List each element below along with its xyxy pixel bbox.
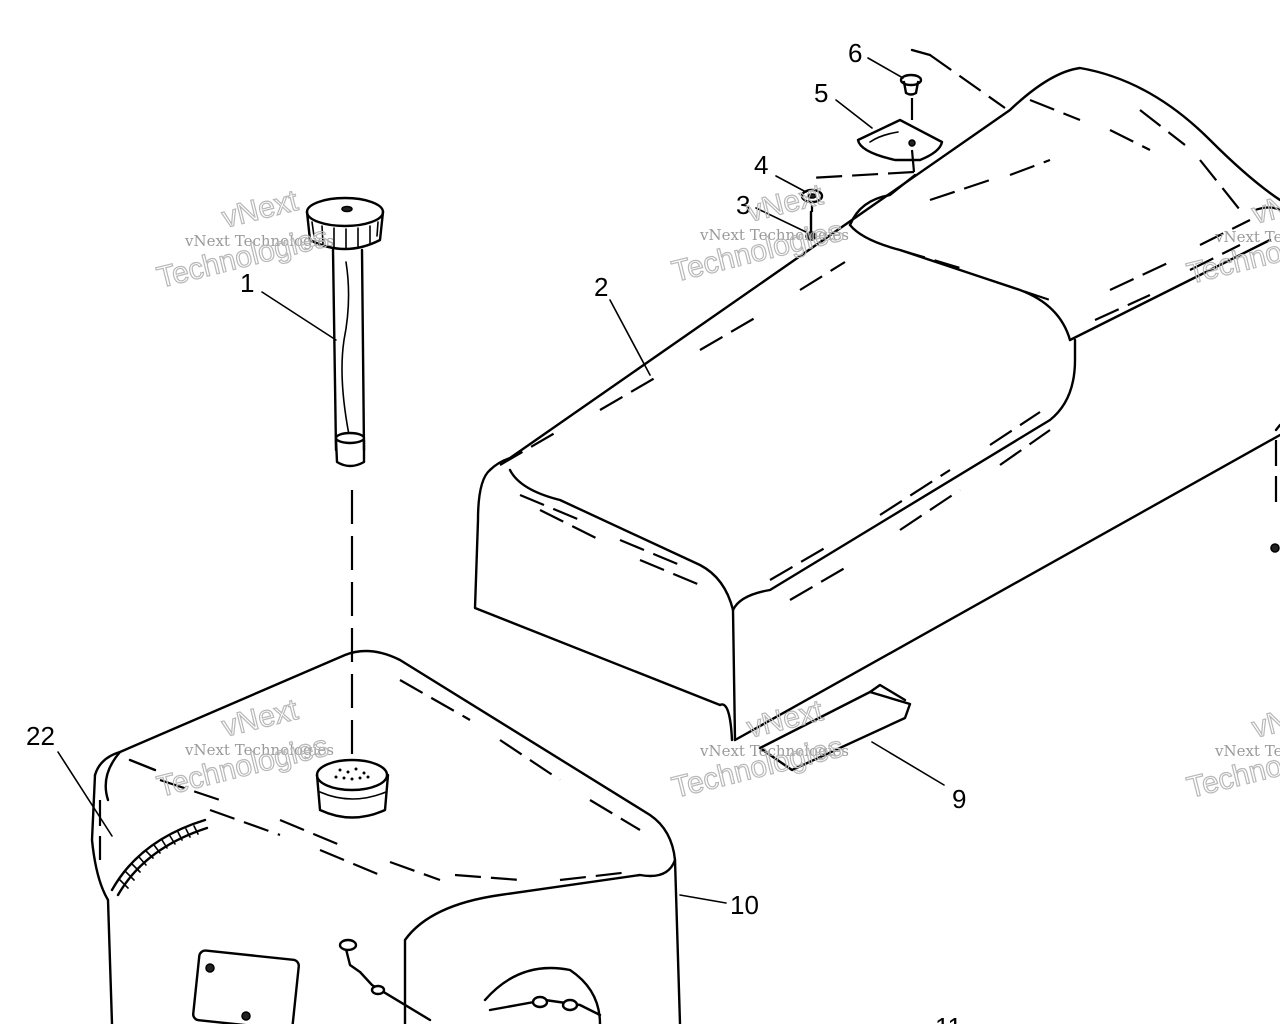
- callout-2: 2: [594, 272, 608, 302]
- callout-3: 3: [736, 190, 750, 220]
- part-3-bolt[interactable]: [805, 210, 817, 241]
- watermark-top-right: vNext vNext Technologies Technologies: [1183, 179, 1280, 291]
- watermark-bottom-right: vNext vNext Technologies Technologies: [1183, 693, 1280, 805]
- part-10-fuel-tank[interactable]: [90, 649, 682, 1024]
- svg-text:vNext: vNext: [219, 693, 302, 744]
- svg-text:vNext: vNext: [219, 184, 302, 235]
- part-1-fuel-gauge[interactable]: [305, 196, 385, 760]
- watermark-bottom-center: vNext vNext Technologies Technologies: [668, 693, 849, 805]
- part-2-seat[interactable]: [473, 66, 1280, 742]
- svg-text:vNext Technologies: vNext Technologies: [184, 232, 334, 250]
- leader-lines: [57, 57, 945, 904]
- watermarks: vNext vNext Technologies Technologies vN…: [153, 177, 1280, 805]
- part-5-strap[interactable]: [856, 118, 944, 162]
- svg-text:vNext: vNext: [1249, 694, 1280, 745]
- callout-5: 5: [814, 78, 828, 108]
- svg-text:vNext Technologies: vNext Technologies: [184, 741, 334, 759]
- callout-6: 6: [848, 38, 862, 68]
- callout-22: 22: [26, 721, 55, 751]
- callout-11: 11: [935, 1012, 962, 1024]
- part-22-vent-hose[interactable]: [110, 818, 209, 897]
- callout-4: 4: [754, 150, 768, 180]
- watermark-bottom-left: vNext vNext Technologies Technologies: [153, 692, 334, 804]
- callout-1: 1: [240, 268, 254, 298]
- part-4-washer[interactable]: [800, 188, 824, 204]
- callout-9: 9: [952, 784, 966, 814]
- part-9-latch-plate[interactable]: [758, 683, 912, 772]
- svg-text:vNext Technologies: vNext Technologies: [1214, 742, 1280, 760]
- svg-text:vNext Technologies: vNext Technologies: [1214, 228, 1280, 246]
- svg-text:vNext Technologies: vNext Technologies: [699, 226, 849, 244]
- hardware-assembly-lines: [809, 48, 1006, 212]
- watermark-top-center: vNext vNext Technologies Technologies: [668, 177, 849, 289]
- part-6-screw[interactable]: [899, 73, 923, 96]
- callout-numbers: 1 2 3 4 5 6 9 10 11 22: [26, 38, 966, 1024]
- callout-10: 10: [730, 890, 759, 920]
- svg-text:vNext Technologies: vNext Technologies: [699, 742, 849, 760]
